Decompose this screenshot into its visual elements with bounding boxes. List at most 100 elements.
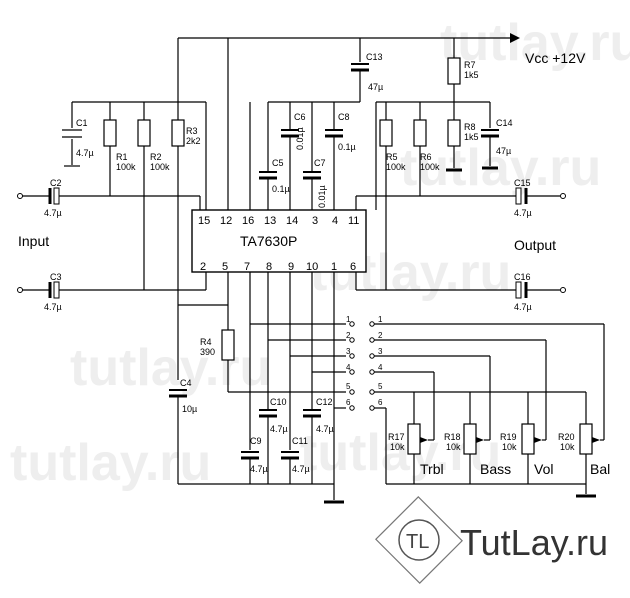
pin-label: 1 xyxy=(331,261,337,273)
connector-number: 6 xyxy=(346,398,351,407)
component-value: 4.7µ xyxy=(292,464,310,474)
component-value: 100k xyxy=(150,162,170,172)
component-name: C14 xyxy=(496,118,513,128)
component-name: C15 xyxy=(514,178,531,188)
potentiometer-bass[interactable]: R18 10k Bass xyxy=(444,423,511,477)
connector-number: 6 xyxy=(378,398,383,407)
component-value: 4.7µ xyxy=(270,424,288,434)
resistor-icon xyxy=(447,57,461,85)
tone-capacitors: C9 4.7µ C10 4.7µ C11 4.7µ C12 4.7µ xyxy=(178,272,344,504)
connector-number: 2 xyxy=(346,331,351,340)
connector-number: 4 xyxy=(378,363,383,372)
input-terminal[interactable] xyxy=(17,287,23,293)
component-value: 1k5 xyxy=(464,132,479,142)
component-name: R18 xyxy=(444,432,461,442)
connector-number: 3 xyxy=(378,347,383,356)
resistor-icon xyxy=(447,119,461,147)
component-value: 100k xyxy=(386,162,406,172)
pin-label: 15 xyxy=(198,215,210,227)
input-section: C2 4.7µ Input C3 4.7µ xyxy=(17,178,207,312)
component-value: 100k xyxy=(116,162,136,172)
resistor-icon xyxy=(171,119,185,147)
ic-chip: TA7630P 15 12 16 13 14 3 4 11 2 5 7 8 9 … xyxy=(191,209,367,273)
potentiometer-icon xyxy=(521,423,535,455)
resistor-icon xyxy=(137,119,151,147)
pin-label: 6 xyxy=(350,261,356,273)
pin-label: 10 xyxy=(306,261,318,273)
wiper-arrow-icon xyxy=(420,437,428,443)
connector-number: 5 xyxy=(378,382,383,391)
component-value: 10k xyxy=(390,442,405,452)
component-name: R7 xyxy=(464,60,476,70)
potentiometer-icon xyxy=(579,423,593,455)
component-name: R19 xyxy=(500,432,517,442)
wiper-arrow-icon xyxy=(592,437,600,443)
pin-label: 8 xyxy=(266,261,272,273)
pin-label: 3 xyxy=(312,215,318,227)
component-value: 4.7µ xyxy=(316,424,334,434)
component-value: 4.7µ xyxy=(44,208,62,218)
component-value: 4.7µ xyxy=(514,302,532,312)
vcc-arrow-icon xyxy=(510,33,520,43)
control-label: Trbl xyxy=(420,461,444,477)
output-terminal[interactable] xyxy=(560,287,566,293)
component-value: 10k xyxy=(560,442,575,452)
component-value: 4.7µ xyxy=(514,208,532,218)
watermark-text: tutlay.ru xyxy=(400,139,601,197)
watermark-text: tutlay.ru xyxy=(10,434,211,492)
vcc-label: Vcc +12V xyxy=(525,50,586,66)
control-label: Bass xyxy=(480,461,511,477)
component-name: C2 xyxy=(50,178,62,188)
connector-number: 1 xyxy=(378,315,383,324)
component-value: 47µ xyxy=(496,146,511,156)
component-value: 10k xyxy=(502,442,517,452)
component-name: C7 xyxy=(314,158,326,168)
component-value: 4.7µ xyxy=(250,464,268,474)
left-bias-network: C1 4.7µ R1 100k R2 100k R3 2k2 xyxy=(62,38,251,380)
right-connector: 1 2 3 4 5 6 xyxy=(369,315,383,411)
connector-number: 4 xyxy=(346,363,351,372)
resistor-icon xyxy=(379,119,393,147)
component-value: 10µ xyxy=(182,404,197,414)
left-connector: 1 2 3 4 5 6 xyxy=(346,315,355,411)
potentiometer-treble[interactable]: R17 10k Trbl xyxy=(388,423,444,477)
component-name: C1 xyxy=(76,118,88,128)
connector-number: 5 xyxy=(346,382,351,391)
component-name: C3 xyxy=(50,272,62,282)
component-value: 2k2 xyxy=(186,136,201,146)
component-name: R5 xyxy=(386,152,398,162)
pin-label: 16 xyxy=(242,215,254,227)
watermark-text: tutlay.ru xyxy=(440,14,630,72)
component-name: C8 xyxy=(338,112,350,122)
wiper-arrow-icon xyxy=(476,437,484,443)
component-name: R17 xyxy=(388,432,405,442)
resistor-icon xyxy=(221,329,235,361)
output-section: C15 4.7µ Output C16 4.7µ xyxy=(355,178,566,312)
pin-label: 13 xyxy=(264,215,276,227)
component-name: C10 xyxy=(270,397,287,407)
component-value: 0.01µ xyxy=(295,127,305,150)
component-name: R6 xyxy=(420,152,432,162)
input-terminal[interactable] xyxy=(17,193,23,199)
watermark-text: tutlay.ru xyxy=(70,339,271,397)
tutlay-logo: TL TutLay.ru xyxy=(375,496,608,584)
component-name: C9 xyxy=(250,436,262,446)
chip-name: TA7630P xyxy=(240,233,297,249)
bottom-left-network: R4 390 C4 10µ xyxy=(169,272,346,484)
component-value: 47µ xyxy=(368,82,383,92)
right-bias-network: R7 1k5 R8 1k5 C14 47µ R5 100k R6 100k xyxy=(375,38,513,290)
component-value: 100k xyxy=(420,162,440,172)
component-name: C12 xyxy=(316,397,333,407)
component-name: R1 xyxy=(116,152,128,162)
resistor-icon xyxy=(103,119,117,147)
potentiometer-volume[interactable]: R19 10k Vol xyxy=(500,423,553,477)
pin-label: 12 xyxy=(220,215,232,227)
potentiometer-balance[interactable]: R20 10k Bal xyxy=(558,423,610,477)
component-name: C13 xyxy=(366,52,383,62)
component-name: R4 xyxy=(200,337,212,347)
pot-wiring xyxy=(374,323,605,498)
pin-label: 7 xyxy=(244,261,250,273)
potentiometer-icon xyxy=(463,423,477,455)
component-name: R3 xyxy=(186,126,198,136)
output-terminal[interactable] xyxy=(560,193,566,199)
